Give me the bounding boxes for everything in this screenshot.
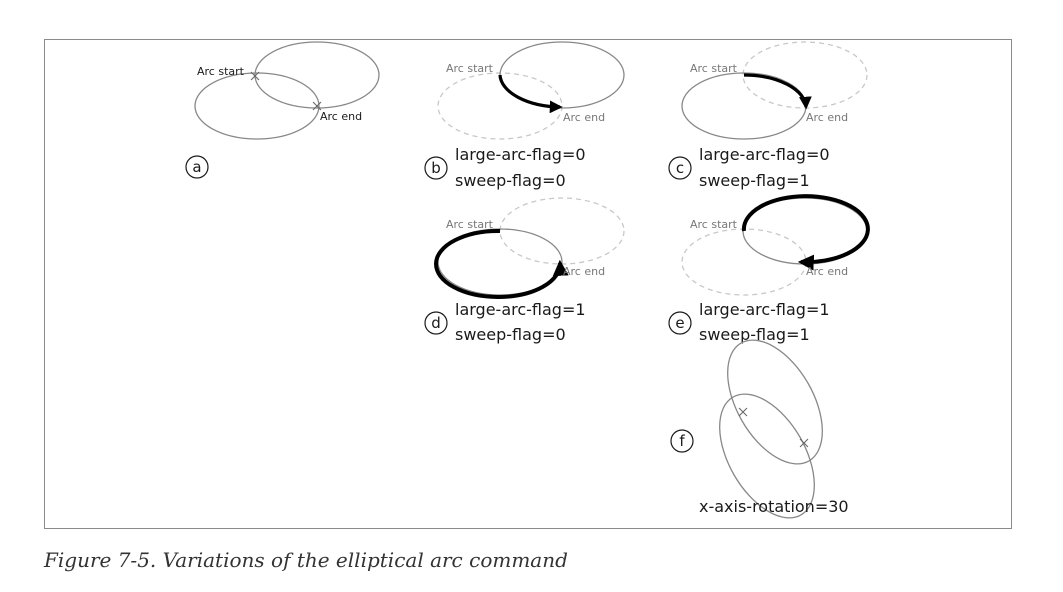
panel-e: Arc start Arc end e large-arc-flag=1 swe…: [668, 194, 870, 344]
arc-end-label: Arc end: [806, 265, 848, 278]
highlighted-arc: [434, 228, 569, 299]
panel-f-badge: f: [670, 429, 694, 453]
highlighted-arc: [741, 194, 870, 271]
panel-b-letter: b: [431, 159, 441, 177]
arc-end-label: Arc end: [563, 265, 605, 278]
arc-start-marker: [738, 407, 748, 417]
arc-end-label: Arc end: [563, 111, 605, 124]
arc-start-marker: [250, 71, 260, 81]
panel-f-letter: f: [679, 432, 685, 450]
highlighted-arc: [743, 73, 812, 110]
panel-b-badge: b: [424, 156, 448, 180]
sweep-flag-label: sweep-flag=0: [455, 325, 566, 344]
panel-a: Arc start Arc end a: [185, 41, 380, 179]
panel-e-letter: e: [675, 314, 684, 332]
panel-c: Arc start Arc end c large-arc-flag=0 swe…: [668, 41, 868, 190]
panel-a-badge: a: [185, 155, 209, 179]
arc-start-label: Arc start: [690, 218, 738, 231]
sweep-flag-label: sweep-flag=1: [699, 325, 810, 344]
figure-caption: Figure 7-5. Variations of the elliptical…: [44, 548, 568, 572]
panel-d-badge: d: [424, 311, 448, 335]
sweep-flag-label: sweep-flag=0: [455, 171, 566, 190]
arc-end-marker: [799, 438, 809, 448]
arc-start-label: Arc start: [446, 218, 494, 231]
ellipse-lower-left: [194, 72, 320, 140]
ellipse-upper-right: [254, 41, 380, 109]
arc-start-label: Arc start: [690, 62, 738, 75]
large-arc-flag-label: large-arc-flag=1: [455, 300, 586, 319]
ellipse-lower-rotated: [719, 393, 815, 519]
panel-d: Arc start Arc end d large-arc-flag=1 swe…: [424, 197, 625, 344]
arc-end-label: Arc end: [320, 110, 362, 123]
panel-e-badge: e: [668, 311, 692, 335]
large-arc-flag-label: large-arc-flag=1: [699, 300, 830, 319]
highlighted-arc: [498, 74, 563, 114]
large-arc-flag-label: large-arc-flag=0: [699, 145, 830, 164]
arc-start-label: Arc start: [197, 65, 245, 78]
arc-start-label: Arc start: [446, 62, 494, 75]
panel-b: Arc start Arc end b large-arc-flag=0 swe…: [424, 41, 625, 190]
panel-f: f x-axis-rotation=30: [670, 339, 849, 519]
panel-a-letter: a: [192, 158, 201, 176]
sweep-flag-label: sweep-flag=1: [699, 171, 810, 190]
x-axis-rotation-label: x-axis-rotation=30: [699, 497, 849, 516]
arc-end-label: Arc end: [806, 111, 848, 124]
panel-d-letter: d: [431, 314, 441, 332]
panel-c-letter: c: [676, 159, 684, 177]
ellipse-upper-rotated: [727, 339, 823, 465]
panel-c-badge: c: [668, 156, 692, 180]
arc-end-marker: [312, 101, 322, 111]
figure-frame: [44, 39, 1012, 529]
large-arc-flag-label: large-arc-flag=0: [455, 145, 586, 164]
